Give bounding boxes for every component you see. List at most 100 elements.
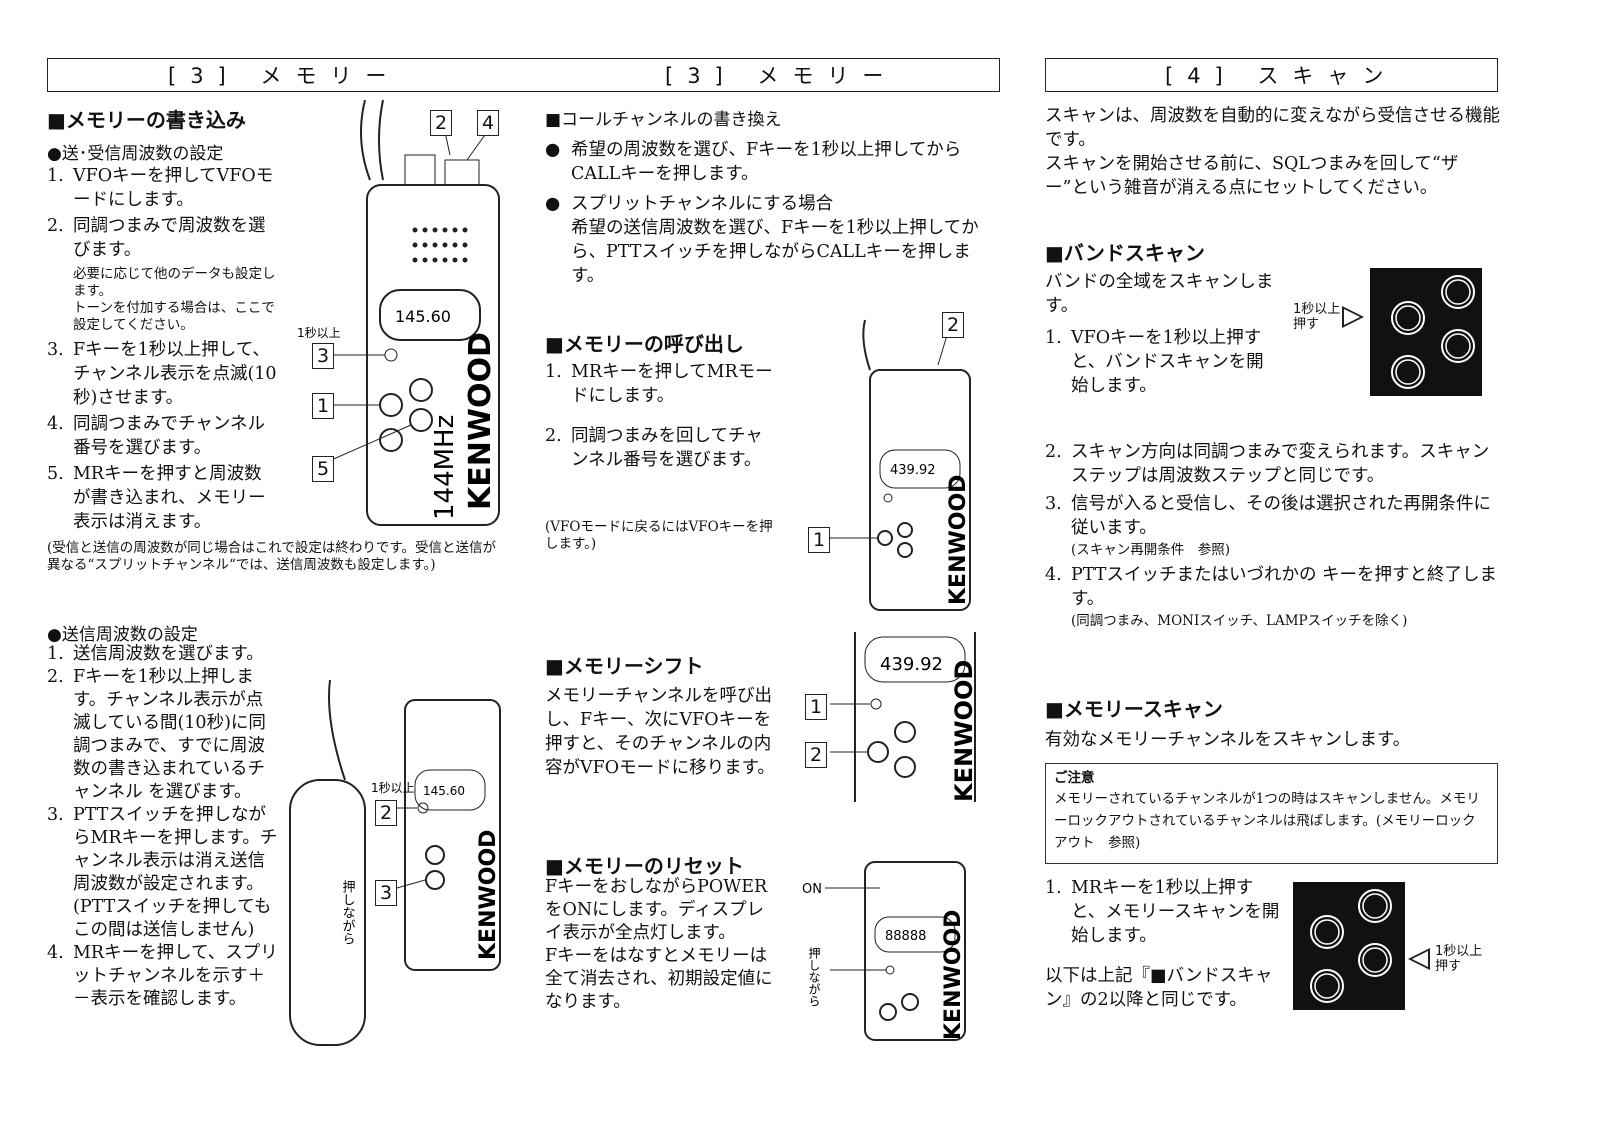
- key-diagram-memory: [1293, 882, 1405, 1010]
- press-label-line2: 押す: [1293, 317, 1320, 332]
- note-scan-resume: (スキャン再開条件 参照): [1071, 542, 1231, 558]
- display-text: 88888: [885, 929, 926, 944]
- model-label: 144MHz: [430, 415, 460, 520]
- radio-drawing-3: 439.92 KENWOOD: [830, 319, 971, 611]
- note-other-data: 必要に応じて他のデータも設定します。: [73, 266, 276, 299]
- subsection-txrx-freq: ●送･受信周波数の設定: [47, 144, 224, 164]
- note-except: (同調つまみ、MONIスイッチ、LAMPスイッチを除く): [1071, 613, 1408, 629]
- list-item: 1.MRキーを押してMRモードにします。: [545, 362, 773, 406]
- section-title-memory-write: ■メモリーの書き込み: [47, 108, 246, 132]
- display-text: 145.60: [423, 784, 465, 798]
- callout-2: 2: [375, 800, 397, 826]
- press-label-1: 1秒以上 押す: [1293, 302, 1340, 332]
- list-item: 4.MRキーを押して、スプリットチャンネルを示す＋－表示を確認します。: [47, 943, 278, 1009]
- callout-3: 3: [375, 880, 397, 906]
- key-circles-band: [1391, 275, 1475, 389]
- section-title-call-channel: ■コールチャンネルの書き換え: [545, 110, 782, 130]
- split-heading: スプリットチャンネルにする場合: [545, 192, 995, 216]
- callout-2: 2: [805, 742, 827, 768]
- label-1sec: 1秒以上: [371, 781, 415, 795]
- section-title-memory-reset: ■メモリーのリセット: [545, 854, 744, 878]
- callout-4: 4: [477, 110, 499, 136]
- callout-2: 2: [430, 110, 452, 136]
- arrow-left-icon-inner: [1412, 951, 1428, 967]
- radio-illustration-4: 439.92 KENWOOD 1 2: [800, 632, 985, 802]
- list-item: 2.スキャン方向は同調つまみで変えられます。スキャンステップは周波数ステップと同…: [1045, 442, 1490, 486]
- split-text: 希望の送信周波数を選び、Fキーを1秒以上押してから、PTTスイッチを押しながらC…: [571, 218, 979, 286]
- header-bar-left: [47, 58, 1000, 92]
- caution-title: ご注意: [1054, 770, 1095, 786]
- callout-5: 5: [312, 456, 334, 482]
- list-item: 3.PTTスイッチを押しながらMRキーを押します。チャンネル表示は消え送信周波数…: [47, 805, 278, 940]
- section-title-memory-recall: ■メモリーの呼び出し: [545, 332, 744, 356]
- subsection-tx-freq: ●送信周波数の設定: [47, 625, 198, 645]
- radio-drawing-5: 88888 KENWOOD ON 押しながら: [802, 861, 966, 1041]
- band-scan-steps-2: 2.スキャン方向は同調つまみで変えられます。スキャンステップは周波数ステップと同…: [1045, 440, 1500, 630]
- section-title-memory-shift: ■メモリーシフト: [545, 654, 704, 678]
- brand-logo: KENWOOD: [950, 660, 978, 802]
- radio-drawing-1: 145.60 KENWOOD 144MHz 1秒以上: [297, 99, 500, 526]
- band-scan-step1: 1.VFOキーを1秒以上押すと、バンドスキャンを開始します。: [1045, 326, 1280, 398]
- list-item: 1.送信周波数を選びます。: [47, 644, 264, 664]
- radio-illustration-3: 439.92 KENWOOD 2 1: [800, 310, 980, 615]
- scan-intro-1: スキャンは、周波数を自動的に変えながら受信させる機能です。: [1045, 106, 1500, 150]
- scan-intro: スキャンは、周波数を自動的に変えながら受信させる機能です。 スキャンを開始させる…: [1045, 104, 1500, 200]
- list-item: 1.VFOキーを押してVFOモードにします。: [47, 166, 274, 210]
- note-tone: トーンを付加する場合は、ここで設定してください。: [73, 300, 275, 333]
- display-text: 439.92: [890, 463, 936, 478]
- list-item: 5.MRキーを押すと周波数が書き込まれ、メモリー表示は消えます。: [47, 464, 266, 532]
- memory-reset-text: FキーをおしながらPOWERをONにします。ディスプレイ表示が全点灯します。 F…: [545, 876, 775, 1014]
- callout-1: 1: [805, 694, 827, 720]
- press-label-line1: 1秒以上: [1435, 944, 1483, 959]
- radio-illustration-5: 88888 KENWOOD ON 押しながら: [800, 822, 975, 1042]
- memory-scan-text: 有効なメモリーチャンネルをスキャンします。: [1045, 730, 1411, 750]
- display-text: 439.92: [880, 654, 943, 675]
- memory-scan-step1: 1.MRキーを1秒以上押すと、メモリースキャンを開始します。: [1045, 876, 1280, 948]
- callout-1: 1: [808, 527, 830, 553]
- list-item: 2.同調つまみで周波数を選びます。 必要に応じて他のデータも設定します。 トーン…: [47, 214, 279, 334]
- radio-illustration-2: 145.60 KENWOOD 1秒以上 押しながら 2 3: [285, 640, 505, 1050]
- brand-logo: KENWOOD: [946, 475, 971, 605]
- list-item: 2.Fキーを1秒以上押します。チャンネル表示が点滅している間(10秒)に同調つま…: [47, 667, 266, 802]
- key-diagram-band: [1370, 268, 1482, 396]
- band-scan-text: バンドの全域をスキャンします。: [1045, 272, 1274, 316]
- list-item: 2.同調つまみを回してチャンネル番号を選びます。: [545, 426, 763, 470]
- list-item: 4.同調つまみでチャンネル番号を選びます。: [47, 414, 265, 458]
- list-item: 1.VFOキーを1秒以上押すと、バンドスキャンを開始します。: [1045, 328, 1264, 396]
- display-text: 145.60: [395, 307, 451, 326]
- brand-logo: KENWOOD: [941, 910, 966, 1040]
- reset-text-1: FキーをおしながらPOWERをONにします。ディスプレイ表示が全点灯します。: [545, 877, 768, 943]
- key-circles-memory: [1310, 889, 1392, 1003]
- list-item: 3.Fキーを1秒以上押して、チャンネル表示を点滅(10秒)させます。: [47, 340, 277, 408]
- memory-write-steps: 1.VFOキーを押してVFOモードにします。 2.同調つまみで周波数を選びます。…: [47, 164, 279, 534]
- label-press-while: 押しながら: [807, 947, 821, 1007]
- section-title-memory-scan: ■メモリースキャン: [1045, 697, 1223, 721]
- memory-shift-text: メモリーチャンネルを呼び出し、Fキー、次にVFOキーを押すと、そのチャンネルの内…: [545, 686, 775, 778]
- callout-1: 1: [312, 393, 334, 419]
- header-title-left: [3] メモリー: [168, 64, 401, 88]
- section-title-band-scan: ■バンドスキャン: [1045, 241, 1205, 265]
- call-bullet-2: スプリットチャンネルにする場合 希望の送信周波数を選び、Fキーを1秒以上押してか…: [545, 192, 995, 288]
- list-item: 4.PTTスイッチまたはいづれかの キーを押すと終了します。 (同調つまみ、MO…: [1045, 563, 1500, 630]
- radio-illustration-1: 145.60 KENWOOD 144MHz 1秒以上 3 1 5 2 4: [295, 99, 505, 530]
- brand-logo: KENWOOD: [463, 332, 498, 510]
- radio-drawing-4: 439.92 KENWOOD: [830, 632, 978, 802]
- memory-scan-tail: 以下は上記『■バンドスキャン』の2以降と同じです。: [1045, 966, 1273, 1010]
- press-label-line2: 押す: [1435, 959, 1462, 974]
- caution-text: メモリーされているチャンネルが1つの時はスキャンしません。メモリーロックアウトさ…: [1054, 791, 1480, 851]
- header-bar-right: [1045, 58, 1498, 92]
- press-label-2: 1秒以上 押す: [1435, 944, 1482, 974]
- recall-steps: 1.MRキーを押してMRモードにします。 2.同調つまみを回してチャンネル番号を…: [545, 360, 775, 472]
- label-on: ON: [802, 882, 822, 897]
- scan-intro-2: スキャンを開始させる前に、SQLつまみを回して“ザー”という雑音が消える点にセッ…: [1045, 154, 1459, 198]
- reset-text-2: Fキーをはなすとメモリーは全て消去され、初期設定値になります。: [545, 946, 773, 1012]
- arrow-icon-inner: [1344, 309, 1360, 325]
- press-label-line1: 1秒以上: [1293, 302, 1341, 317]
- callout-3: 3: [312, 343, 334, 369]
- radio-drawing-2: 145.60 KENWOOD 1秒以上 押しながら: [289, 679, 501, 1046]
- list-item: 3.信号が入ると受信し、その後は選択された再開条件に従います。 (スキャン再開条…: [1045, 492, 1500, 559]
- label-1sec: 1秒以上: [297, 326, 341, 340]
- brand-logo: KENWOOD: [476, 830, 501, 960]
- call-bullet-1: 希望の周波数を選び、Fキーを1秒以上押してからCALLキーを押します。: [545, 138, 996, 186]
- label-press-while: 押しながら: [340, 880, 356, 945]
